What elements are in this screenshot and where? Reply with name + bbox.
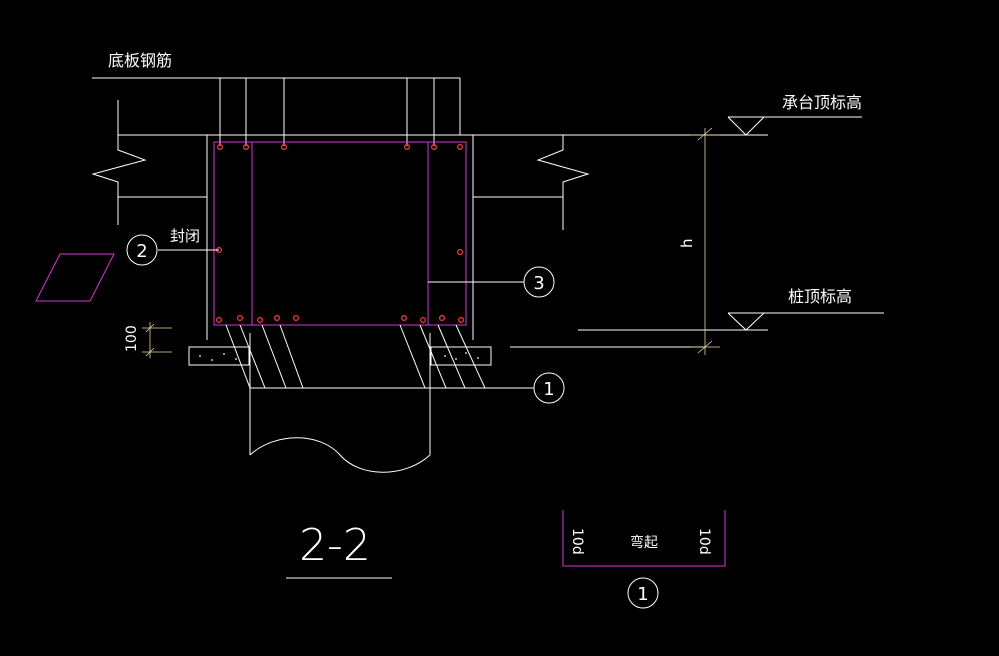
pile-top-elevation-label: 桩顶标高 (788, 287, 852, 306)
cushion-left (188, 346, 250, 366)
callout-1-circle (533, 372, 565, 404)
cover-label: 100 (124, 325, 140, 352)
detail-callout-text: 1 (637, 584, 648, 605)
right-break-symbol (536, 135, 590, 230)
pile-top-elevation-marker (727, 312, 884, 331)
cap-top-elevation-marker (727, 116, 862, 136)
bend-right-label: 10d (696, 528, 712, 555)
height-label: h (678, 238, 696, 248)
section-title: 2-2 (299, 520, 371, 571)
hatch-legend-parallelogram (35, 253, 115, 302)
pile-anchor-bars (225, 324, 486, 389)
callout-2-circle (126, 234, 158, 266)
height-dimension (690, 127, 720, 355)
slab-vertical-bars (219, 78, 435, 146)
cushion-right (430, 346, 492, 366)
callout-3-circle (523, 266, 555, 298)
cap-top-elevation-label: 承台顶标高 (782, 93, 862, 112)
callout-3-text: 3 (533, 273, 544, 294)
callout-1-text: 1 (543, 379, 554, 400)
bend-up-label: 弯起 (630, 534, 658, 551)
bent-bar-detail (562, 510, 726, 567)
pile-break-symbol (249, 437, 431, 473)
left-break-symbol (91, 135, 147, 225)
callout-2-text: 2 (136, 241, 147, 262)
detail-callout-circle (627, 577, 659, 609)
rebar-dots (216, 144, 465, 324)
bend-left-label: 10d (569, 528, 585, 555)
cover-dimension (142, 322, 172, 358)
cushion-hatch (199, 352, 479, 361)
slab-rebar-label: 底板钢筋 (108, 51, 172, 70)
seal-label: 封闭 (170, 227, 200, 245)
rebar-cage-outer (213, 141, 467, 326)
